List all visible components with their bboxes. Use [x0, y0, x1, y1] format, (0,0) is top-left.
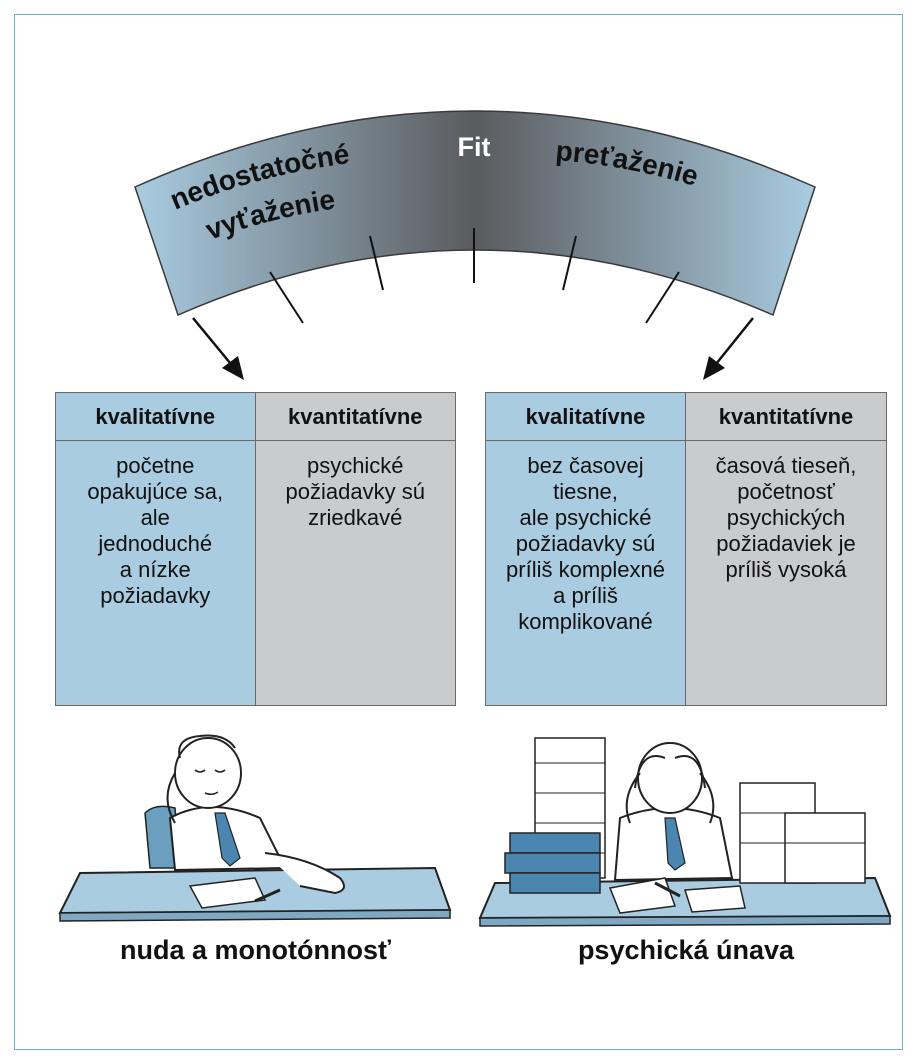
underload-qualitative-body: početne opakujúce sa, ale jednoduché a n… — [56, 441, 256, 705]
underload-quantitative-body: psychické požiadavky sú zriedkavé — [255, 441, 455, 705]
right-arrow-head — [703, 356, 725, 380]
exhausted-worker-illustration — [478, 737, 892, 927]
overload-quantitative-header: kvantitatívne — [686, 393, 886, 441]
gauge-tick — [369, 235, 384, 291]
left-caption: nuda a monotónnosť — [120, 935, 391, 965]
underload-qualitative-header: kvalitatívne — [56, 393, 256, 441]
underload-quantitative-header: kvantitatívne — [255, 393, 455, 441]
right-arrow — [711, 317, 754, 370]
gauge-tick — [269, 271, 304, 324]
left-arrow-head — [222, 356, 244, 380]
bored-worker-illustration — [58, 734, 452, 922]
right-caption: psychická únava — [577, 935, 795, 965]
overload-table: kvalitatívne kvantitatívne bez časovej t… — [485, 392, 887, 706]
underload-table: kvalitatívne kvantitatívne početne opaku… — [55, 392, 456, 706]
fit-gauge: nedostatočné vyťaženie Fit preťaženie — [134, 110, 816, 380]
gauge-tick — [562, 235, 577, 291]
overload-qualitative-body: bez časovej tiesne, ale psychické požiad… — [486, 441, 686, 705]
overload-qualitative-header: kvalitatívne — [486, 393, 686, 441]
left-arrow — [192, 317, 236, 370]
overload-quantitative-body: časová tieseň, početnosť psychických pož… — [686, 441, 886, 705]
gauge-center-label: Fit — [458, 132, 491, 162]
gauge-arc-band — [134, 110, 816, 317]
gauge-tick — [645, 271, 680, 324]
